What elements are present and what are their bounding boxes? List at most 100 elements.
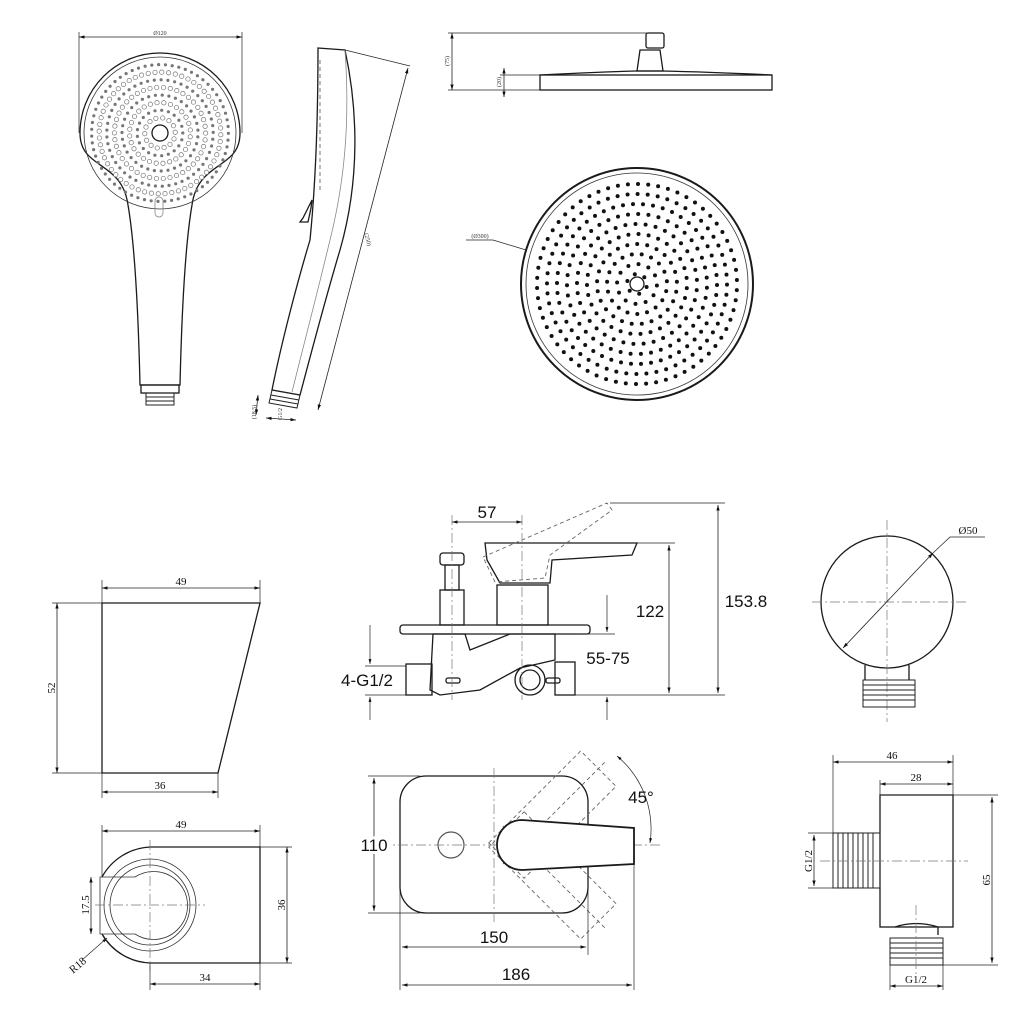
nozzle-dot xyxy=(684,316,689,321)
nozzle-dot xyxy=(698,346,703,351)
nozzle-dot xyxy=(166,152,170,156)
nozzle-dot xyxy=(691,364,696,369)
nozzle-dot xyxy=(148,190,154,196)
holder-radius-label: R18 xyxy=(67,955,89,976)
rain-shower-height-label: (75) xyxy=(444,56,451,66)
holder-top-depth-label: 36 xyxy=(276,899,288,911)
nozzle-dot xyxy=(646,265,651,270)
nozzle-dot xyxy=(99,148,105,154)
nozzle-dot xyxy=(578,301,583,305)
nozzle-dot xyxy=(645,192,650,197)
nozzle-dot xyxy=(705,244,710,249)
nozzle-dot xyxy=(177,144,181,148)
nozzle-dot xyxy=(720,252,725,257)
nozzle-dot xyxy=(595,279,600,284)
nozzle-dot xyxy=(720,230,725,234)
nozzle-dot xyxy=(184,159,188,163)
rain-shower-top-view: (Ø300) xyxy=(466,167,754,401)
nozzle-dot xyxy=(113,102,117,106)
nozzle-dot xyxy=(131,113,138,120)
rain-shower-diameter-label: (Ø300) xyxy=(471,233,488,240)
nozzle-dot xyxy=(129,94,135,100)
nozzle-dot xyxy=(625,310,630,315)
nozzle-dot xyxy=(712,263,717,268)
nozzle-dot xyxy=(183,195,187,199)
nozzle-dot xyxy=(587,194,592,199)
mixer-handle-column xyxy=(496,584,549,626)
nozzle-dot xyxy=(639,321,644,326)
nozzle-dot xyxy=(182,185,188,192)
mixer-side-view: 57 122 153.8 55-75 4-G1/2 xyxy=(341,502,767,720)
nozzle-dot xyxy=(123,117,127,121)
nozzle-dot xyxy=(597,222,602,227)
nozzle-dot xyxy=(96,135,102,141)
nozzle-dot xyxy=(585,272,590,277)
nozzle-dot xyxy=(604,366,609,371)
nozzle-dot xyxy=(125,150,129,154)
nozzle-dot xyxy=(134,178,138,182)
nozzle-dot xyxy=(126,78,132,84)
nozzle-dot xyxy=(120,81,127,87)
rain-shower-side-view: (75) (20) xyxy=(444,32,773,97)
nozzle-dot xyxy=(553,320,558,325)
nozzle-dot xyxy=(692,337,697,342)
nozzle-dot xyxy=(137,121,142,125)
nozzle-dot xyxy=(119,156,125,162)
nozzle-dot xyxy=(665,197,670,202)
nozzle-dot xyxy=(538,255,543,260)
nozzle-dot xyxy=(668,260,673,265)
nozzle-dot xyxy=(734,278,739,282)
nozzle-dot xyxy=(106,121,110,125)
nozzle-dot xyxy=(613,226,618,230)
nozzle-dot xyxy=(185,85,189,89)
nozzle-dot xyxy=(714,273,719,277)
nozzle-dot xyxy=(107,115,111,119)
nozzle-dot xyxy=(620,319,624,324)
nozzle-dot xyxy=(591,336,596,341)
nozzle-dot xyxy=(585,368,590,373)
nozzle-dot xyxy=(691,323,696,328)
nozzle-dot xyxy=(196,84,202,90)
nozzle-dot xyxy=(134,169,140,175)
nozzle-dot xyxy=(159,69,165,75)
nozzle-dot xyxy=(170,64,174,68)
nozzle-dot xyxy=(676,338,681,343)
nozzle-dot xyxy=(161,84,167,91)
nozzle-dot xyxy=(596,189,601,194)
nozzle-dot xyxy=(641,202,645,207)
nozzle-dot xyxy=(616,235,621,240)
nozzle-dot xyxy=(658,314,663,319)
hand-shower-side-outline xyxy=(271,47,356,396)
nozzle-dot xyxy=(712,302,717,307)
nozzle-dot xyxy=(665,307,670,312)
nozzle-dot xyxy=(181,131,185,135)
mixer-inlet-left xyxy=(405,663,433,696)
nozzle-dot xyxy=(664,289,669,294)
nozzle-dot xyxy=(108,148,112,152)
rain-shower-ball-joint xyxy=(645,32,665,49)
nozzle-dot xyxy=(207,164,214,170)
nozzle-dot xyxy=(627,288,632,293)
nozzle-dot xyxy=(179,109,185,115)
nozzle-dot xyxy=(594,311,599,316)
nozzle-dot xyxy=(606,289,610,294)
nozzle-dot xyxy=(169,190,175,196)
nozzle-dot xyxy=(649,255,653,260)
nozzle-dot xyxy=(186,176,190,180)
nozzle-dot xyxy=(623,298,628,303)
nozzle-dot xyxy=(98,115,104,121)
mode-button xyxy=(154,196,164,218)
nozzle-dot xyxy=(143,64,147,68)
nozzle-dot xyxy=(153,153,157,157)
nozzle-dot xyxy=(575,244,580,249)
nozzle-dot xyxy=(194,142,199,146)
nozzle-dot xyxy=(217,139,223,145)
nozzle-dot xyxy=(211,158,217,164)
nozzle-dot xyxy=(153,115,159,121)
nozzle-dot xyxy=(130,193,134,197)
nozzle-dot xyxy=(110,155,114,159)
nozzle-dot xyxy=(571,217,576,222)
nozzle-dot xyxy=(209,117,213,121)
nozzle-dot xyxy=(670,210,674,214)
nozzle-dot xyxy=(136,196,140,200)
